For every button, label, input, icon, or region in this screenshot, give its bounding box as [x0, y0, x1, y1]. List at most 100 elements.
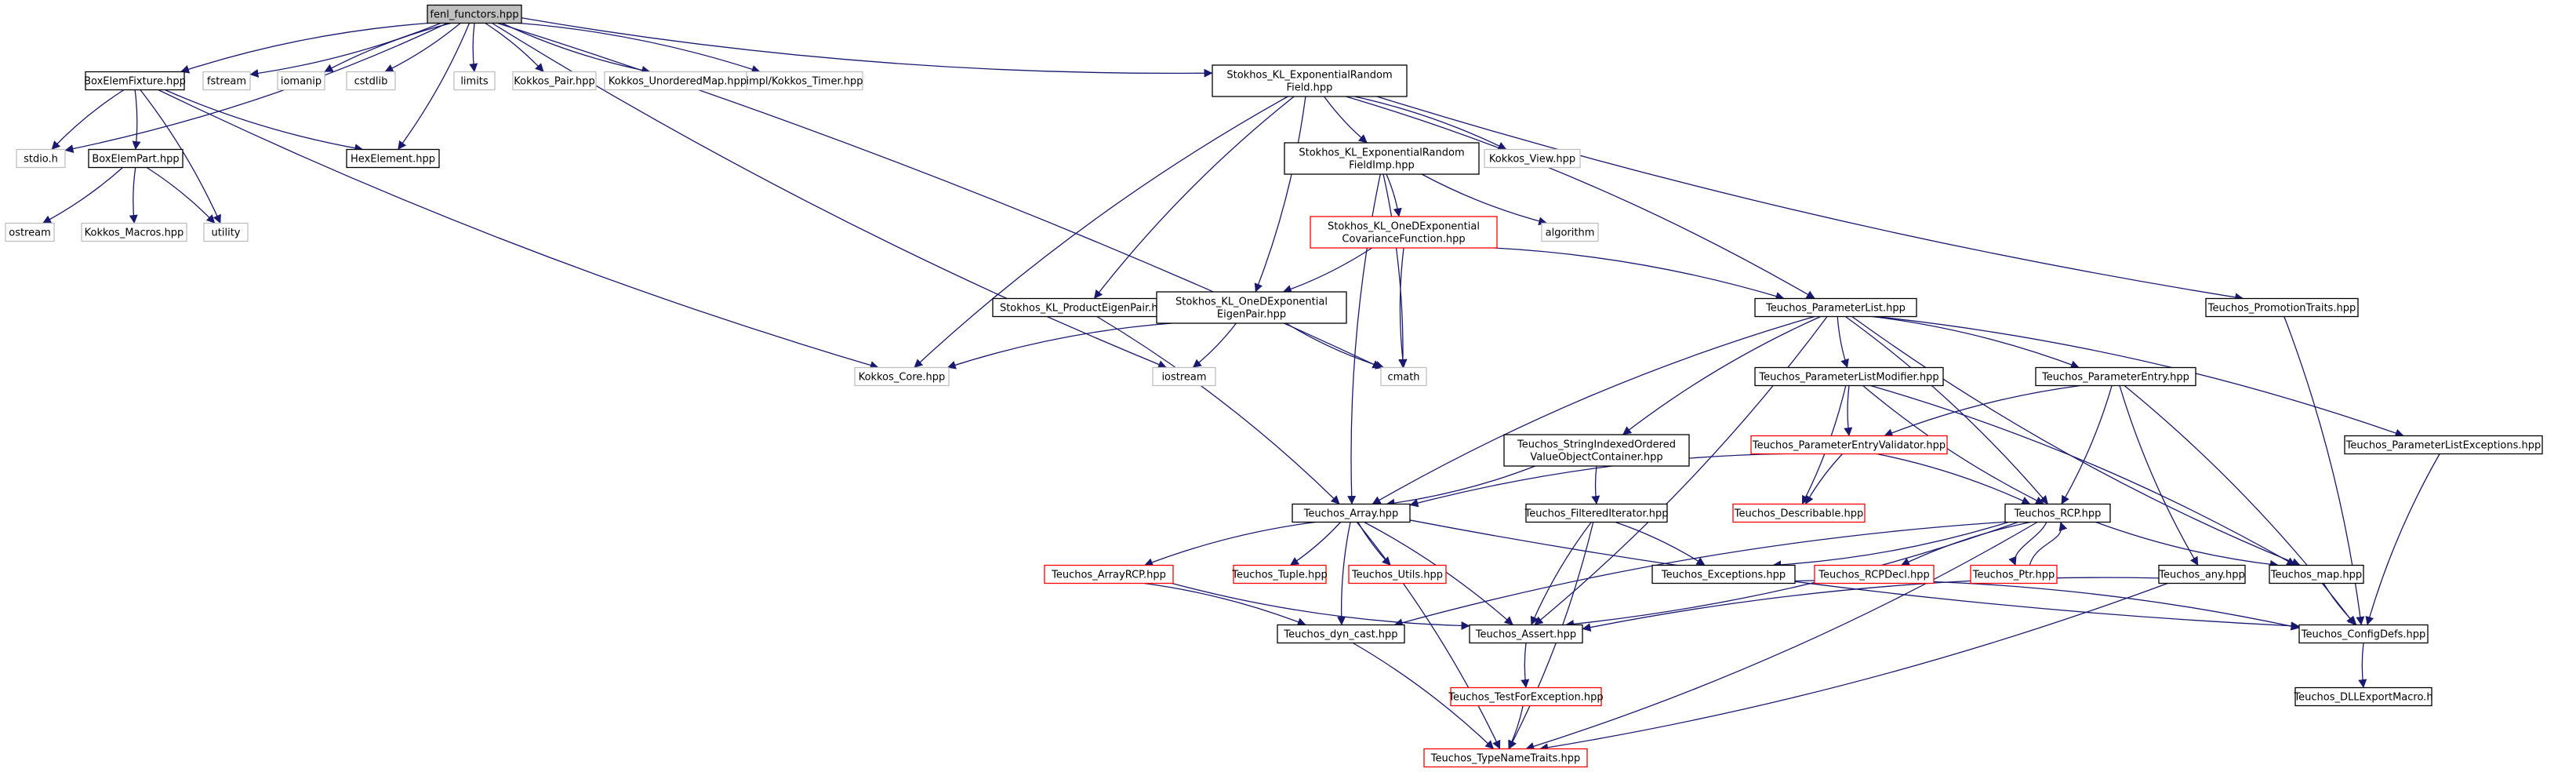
node-stdio[interactable]: stdio.h [16, 148, 66, 169]
node-ostream[interactable]: ostream [5, 222, 55, 242]
node-label: Kokkos_View.hpp [1489, 154, 1575, 166]
node-tdesc[interactable]: Teuchos_Describable.hpp [1732, 503, 1866, 523]
node-label: Stokhos_KL_OneDExponential [1175, 297, 1328, 308]
node-label: Teuchos_ParameterListModifier.hpp [1758, 372, 1938, 384]
node-box [2294, 686, 2432, 707]
node-boxpart[interactable]: BoxElemPart.hpp [88, 148, 183, 169]
node-tpev[interactable]: Teuchos_ParameterEntryValidator.hpp [1750, 435, 1948, 455]
node-box [1541, 222, 1599, 242]
node-box [453, 71, 496, 91]
node-label: Stokhos_KL_ProductEigenPair.hpp [1000, 303, 1171, 315]
node-box [1284, 142, 1480, 175]
edge-tplmod-to-tpev [1844, 385, 1853, 437]
edge-tsiov-to-tarray [1386, 465, 1535, 508]
node-tarray[interactable]: Teuchos_Array.hpp [1292, 503, 1411, 523]
node-box [2269, 564, 2364, 584]
edge-skl_cov-to-tparam [1493, 247, 1785, 300]
node-box [2344, 435, 2543, 455]
node-tpentry[interactable]: Teuchos_ParameterEntry.hpp [2035, 366, 2196, 387]
node-label: Teuchos_Assert.hpp [1475, 629, 1576, 641]
node-iostream[interactable]: iostream [1152, 366, 1216, 387]
node-label: limits [460, 76, 489, 88]
node-ttfe[interactable]: Teuchos_TestForException.hpp [1448, 686, 1604, 707]
node-box [81, 222, 187, 242]
node-tany[interactable]: Teuchos_any.hpp [2158, 564, 2246, 584]
node-ttuple[interactable]: Teuchos_Tuple.hpp [1231, 564, 1328, 584]
node-tdyn[interactable]: Teuchos_dyn_cast.hpp [1277, 624, 1405, 644]
node-ktimer[interactable]: impl/Kokkos_Timer.hpp [746, 71, 863, 91]
node-fstream[interactable]: fstream [202, 71, 251, 91]
node-tptr[interactable]: Teuchos_Ptr.hpp [1970, 564, 2058, 584]
node-fenl[interactable]: fenl_functors.hpp [427, 4, 522, 24]
node-tmap[interactable]: Teuchos_map.hpp [2269, 564, 2364, 584]
node-trcpdecl[interactable]: Teuchos_RCPDecl.hpp [1814, 564, 1935, 584]
edge-skl_exp-to-skl_eig [1254, 96, 1306, 293]
node-box [1292, 503, 1411, 523]
node-tutils[interactable]: Teuchos_Utils.hpp [1348, 564, 1447, 584]
node-box [1212, 64, 1408, 97]
edge-tarcp-to-tdyn [1143, 582, 1306, 626]
edge-boxfix-to-utility [140, 89, 221, 224]
node-trcp[interactable]: Teuchos_RCP.hpp [2004, 503, 2111, 523]
edge-tarray-to-tconf [1409, 519, 2300, 631]
edge-trcp-to-tassert [1565, 521, 2018, 628]
node-kmacros[interactable]: Kokkos_Macros.hpp [81, 222, 187, 242]
node-cmath[interactable]: cmath [1380, 366, 1427, 387]
node-hexel[interactable]: HexElement.hpp [346, 148, 440, 169]
node-kview[interactable]: Kokkos_View.hpp [1484, 148, 1581, 169]
edge-fenl-to-kumap [501, 22, 651, 75]
edge-skl_exp-to-kview [1354, 96, 1507, 151]
node-kpair[interactable]: Kokkos_Pair.hpp [512, 71, 597, 91]
node-tpromo[interactable]: Teuchos_PromotionTraits.hpp [2205, 297, 2359, 318]
edge-tdyn-to-ttnt [1352, 642, 1495, 749]
node-label: iostream [1161, 372, 1206, 384]
node-skl_prod[interactable]: Stokhos_KL_ProductEigenPair.hpp [992, 297, 1179, 318]
node-label: Teuchos_TestForException.hpp [1448, 692, 1603, 704]
node-label: Teuchos_PromotionTraits.hpp [2207, 303, 2356, 315]
node-label: Teuchos_ArrayRCP.hpp [1051, 570, 1166, 581]
node-tfiter[interactable]: Teuchos_FilteredIterator.hpp [1524, 503, 1669, 523]
node-cstdlib[interactable]: cstdlib [346, 71, 396, 91]
node-tplexc[interactable]: Teuchos_ParameterListExceptions.hpp [2344, 435, 2543, 455]
node-box [277, 71, 325, 91]
edge-skl_cov-to-cmath [1398, 247, 1408, 369]
node-label: fenl_functors.hpp [430, 9, 518, 21]
node-boxfix[interactable]: BoxElemFixture.hpp [84, 71, 186, 91]
node-label: iomanip [281, 76, 322, 88]
edge-skl_exp-to-skl_prod [1093, 96, 1295, 299]
edge-tconf-to-tdll [2358, 643, 2367, 689]
node-label: Field.hpp [1287, 82, 1333, 94]
node-tsiov[interactable]: Teuchos_StringIndexedOrderedValueObjectC… [1503, 434, 1690, 467]
node-tplmod[interactable]: Teuchos_ParameterListModifier.hpp [1754, 366, 1944, 387]
node-tdll[interactable]: Teuchos_DLLExportMacro.h [2293, 686, 2433, 707]
edge-tplexc-to-tconf [2365, 453, 2440, 626]
node-tarcp[interactable]: Teuchos_ArrayRCP.hpp [1044, 564, 1174, 584]
node-box [5, 222, 55, 242]
node-iomanip[interactable]: iomanip [277, 71, 325, 91]
node-tassert[interactable]: Teuchos_Assert.hpp [1469, 624, 1583, 644]
node-skl_cov[interactable]: Stokhos_KL_OneDExponentialCovarianceFunc… [1310, 216, 1498, 249]
node-box [2205, 297, 2359, 318]
node-texc[interactable]: Teuchos_Exceptions.hpp [1651, 564, 1796, 584]
node-box [1380, 366, 1427, 387]
node-ttnt[interactable]: Teuchos_TypeNameTraits.hpp [1423, 748, 1588, 768]
node-tconf[interactable]: Teuchos_ConfigDefs.hpp [2298, 624, 2429, 644]
node-kcore[interactable]: Kokkos_Core.hpp [854, 366, 950, 387]
node-algorithm[interactable]: algorithm [1541, 222, 1599, 242]
node-kumap[interactable]: Kokkos_UnorderedMap.hpp [604, 71, 751, 91]
node-tparam[interactable]: Teuchos_ParameterList.hpp [1754, 297, 1917, 318]
node-utility[interactable]: utility [203, 222, 249, 242]
edge-fenl-to-hexel [397, 23, 471, 150]
edge-boxfix-to-kcore [158, 89, 879, 370]
node-limits[interactable]: limits [453, 71, 496, 91]
edge-tpentry-to-tconf [2124, 384, 2356, 625]
edge-boxpart-to-utility [146, 166, 216, 224]
edge-trcp-to-ttnt [1525, 521, 2038, 751]
node-label: Teuchos_dyn_cast.hpp [1283, 629, 1397, 641]
node-label: Teuchos_ParameterListExceptions.hpp [2345, 440, 2541, 452]
node-label: ostream [9, 228, 51, 239]
edge-skl_exp-to-skl_expimp [1324, 96, 1368, 144]
